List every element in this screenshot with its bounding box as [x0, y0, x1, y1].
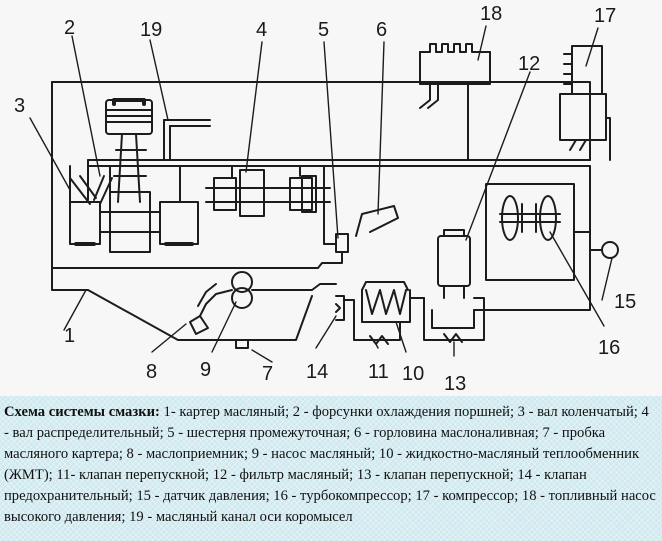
part-label-2: 2 [64, 17, 75, 39]
air-compressor [559, 45, 611, 161]
part-label-8: 8 [146, 361, 157, 383]
idler-gear [323, 165, 349, 263]
oil-pan [51, 81, 591, 341]
part-label-1: 1 [64, 325, 75, 347]
piston-cooling-nozzles [69, 165, 181, 205]
part-label-18: 18 [480, 3, 502, 25]
pressure-sensor [473, 165, 619, 311]
part-label-10: 10 [402, 363, 424, 385]
part-label-9: 9 [200, 359, 211, 381]
part-label-13: 13 [444, 373, 466, 395]
part-label-11: 11 [368, 361, 389, 383]
part-label-3: 3 [14, 95, 25, 117]
part-label-4: 4 [256, 19, 267, 41]
oil-pump [199, 271, 337, 317]
leader-lines [29, 25, 613, 363]
oil-filler-neck [355, 205, 399, 237]
caption-legend: 1- картер масляный; 2 - форсунки охлажде… [4, 404, 656, 525]
part-label-14: 14 [306, 361, 328, 383]
bypass-valve-11 [353, 321, 401, 345]
safety-valve [335, 295, 355, 323]
part-label-7: 7 [262, 363, 273, 385]
oil-filter [437, 229, 471, 299]
caption-title: Схема системы смазки: [4, 404, 160, 420]
caption-text: Схема системы смазки: 1- картер масляный… [4, 402, 656, 528]
part-label-16: 16 [598, 337, 620, 359]
rocker-shaft-channel [163, 119, 211, 161]
crankshaft [69, 191, 199, 253]
caption-panel: Схема системы смазки: 1- картер масляный… [0, 396, 662, 541]
oil-pickup [189, 283, 217, 335]
main-oil-gallery [87, 159, 591, 167]
part-label-19: 19 [140, 19, 162, 41]
part-label-15: 15 [614, 291, 636, 313]
part-label-5: 5 [318, 19, 329, 41]
part-label-17: 17 [594, 5, 616, 27]
drain-plug [235, 339, 249, 349]
part-label-6: 6 [376, 19, 387, 41]
piston-assembly [105, 98, 153, 203]
turbocharger [485, 183, 591, 281]
camshaft [205, 165, 331, 217]
bypass-valve-13 [409, 297, 485, 343]
part-label-12: 12 [518, 53, 540, 75]
oil-heat-exchanger [361, 281, 411, 323]
fuel-pump [419, 43, 491, 161]
